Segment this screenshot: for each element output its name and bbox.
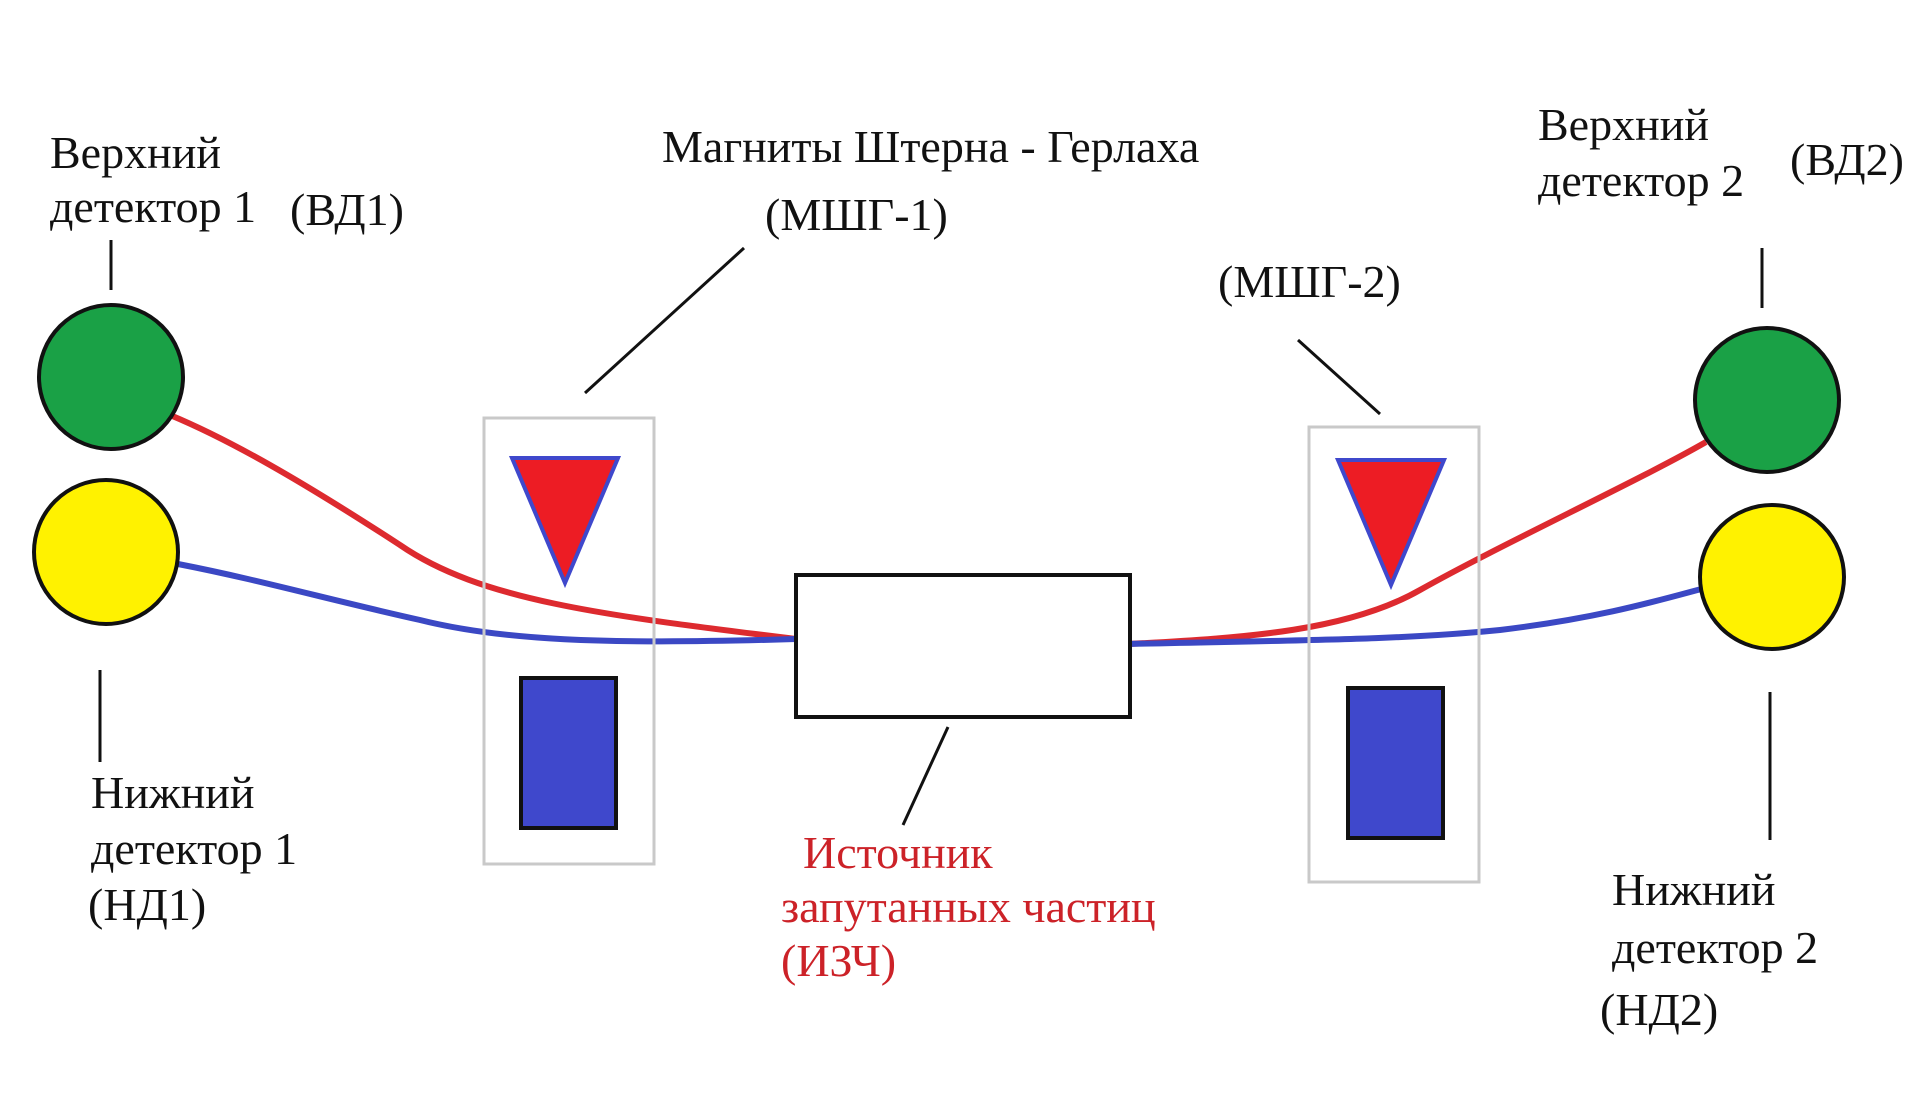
magnet-frame-2 [1307, 425, 1481, 884]
magnets-title: Магниты Штерна - Герлаха [662, 121, 1199, 172]
upper-detector-1-abbr: (ВД1) [290, 184, 404, 235]
lower-detector-2-abbr: (НД2) [1600, 984, 1718, 1035]
upper-beam-left [168, 412, 797, 642]
lower-detector-1 [32, 478, 180, 626]
lower-detector-1-abbr: (НД1) [88, 879, 206, 930]
lower-detector-2-label-line1: Нижний [1612, 864, 1775, 915]
upper-detector-2-label-line1: Верхний [1538, 99, 1709, 150]
magnets-1-abbr: (МШГ-1) [765, 189, 948, 240]
leader-magnets-2 [1296, 338, 1382, 416]
leader-source [901, 726, 950, 826]
lower-beam-right [1127, 585, 1706, 647]
upper-detector-2 [1693, 326, 1841, 474]
north-pole-2 [1334, 458, 1448, 591]
source-label-line1: Источник [803, 827, 993, 878]
lower-detector-1-label-line2: детектор 1 [91, 823, 297, 874]
lower-detector-2 [1698, 503, 1846, 651]
upper-detector-1 [37, 303, 185, 451]
upper-detector-1-label-line1: Верхний [50, 127, 221, 178]
upper-detector-2-label-line2: детектор 2 [1538, 155, 1744, 206]
lower-beam-left [177, 561, 797, 645]
south-pole-1 [519, 676, 618, 830]
lower-detector-2-label-line2: детектор 2 [1612, 922, 1818, 973]
leader-magnets-1 [583, 246, 746, 395]
entangled-source-box [794, 573, 1132, 719]
magnets-2-abbr: (МШГ-2) [1218, 256, 1401, 307]
source-label-line2: запутанных частиц [781, 881, 1156, 932]
south-pole-2 [1346, 686, 1445, 840]
upper-detector-1-label-line2: детектор 1 [50, 181, 256, 232]
upper-beam-right [1127, 439, 1708, 647]
magnet-frame-1 [482, 416, 656, 866]
lower-detector-1-label-line1: Нижний [91, 767, 254, 818]
upper-detector-2-abbr: (ВД2) [1790, 134, 1904, 185]
north-pole-1 [508, 456, 622, 589]
source-abbr: (ИЗЧ) [781, 935, 896, 986]
